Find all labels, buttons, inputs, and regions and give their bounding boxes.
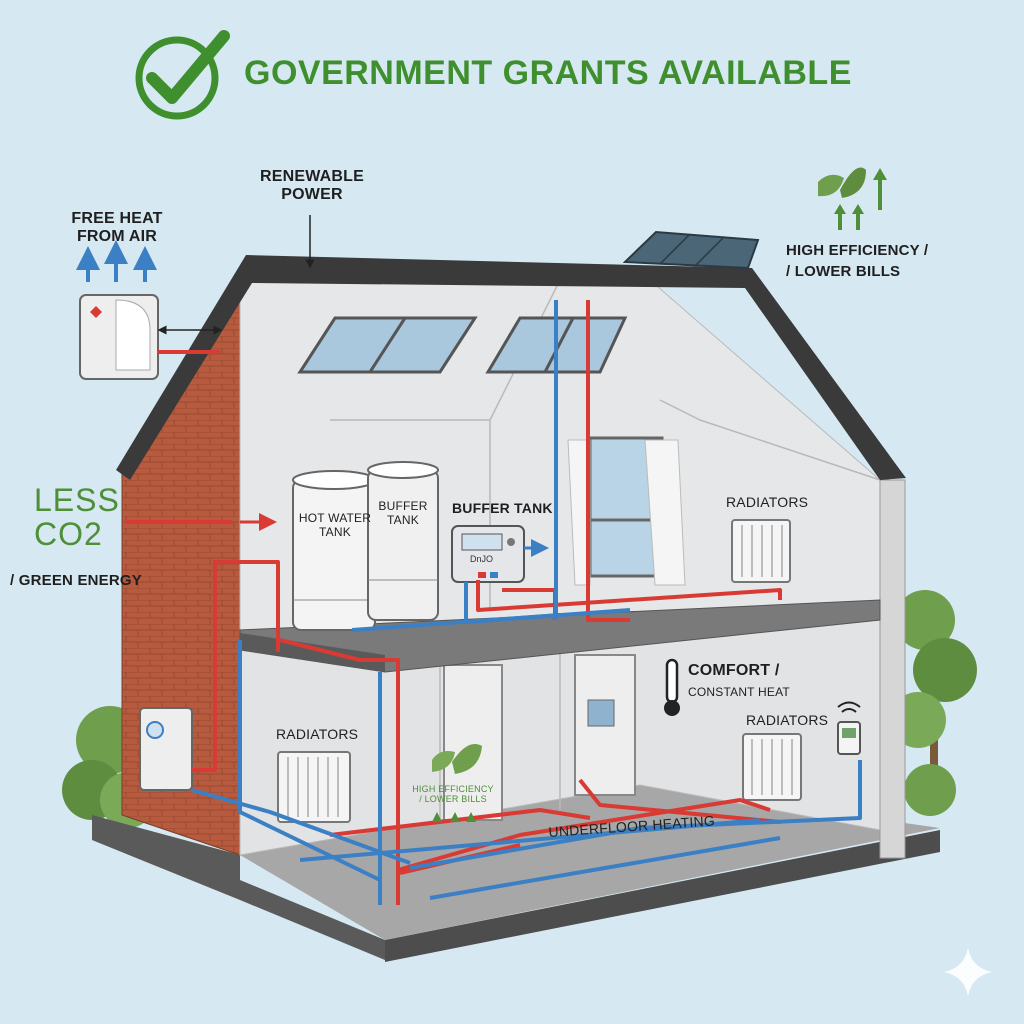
radiators-lower-right-label: RADIATORS: [746, 712, 829, 728]
headline: GOVERNMENT GRANTS AVAILABLE: [244, 54, 852, 92]
hot-water-tank-label: HOT WATER TANK: [298, 511, 372, 539]
right-wall-section: [879, 479, 906, 859]
renewable-power-label: RENEWABLE POWER: [259, 168, 365, 204]
efficiency-arrows-lower-icon: [432, 812, 476, 822]
solar-panel: [622, 230, 760, 270]
radiators-upper-label: RADIATORS: [726, 494, 809, 510]
less-co2-label: LESS CO2: [34, 482, 120, 552]
wifi-icon: [837, 701, 861, 713]
checkmark-icon: [135, 30, 230, 120]
outdoor-heat-pump-unit: [79, 294, 159, 380]
window: [567, 436, 686, 586]
buffer-tank: [367, 461, 439, 621]
tree-right: [890, 590, 977, 816]
sparkle-icon: [944, 948, 992, 996]
buffer-tank-label: BUFFER TANK: [452, 500, 553, 516]
free-heat-label: FREE HEAT FROM AIR: [71, 210, 163, 246]
high-efficiency-lower-label: HIGH EFFICIENCY / LOWER BILLS: [412, 784, 494, 805]
doors: [443, 654, 636, 821]
radiator-lower-right: [742, 733, 802, 801]
buffer-tank-drum-label: BUFFER TANK: [378, 499, 428, 527]
thermometer-icon: [664, 658, 680, 716]
comfort-label: COMFORT /: [688, 662, 780, 679]
radiator-upper: [731, 519, 791, 583]
indoor-heat-pump-unit: [139, 707, 193, 791]
thermostat: [837, 721, 861, 755]
cold-pipes: [191, 300, 862, 905]
controller-unit: [451, 525, 525, 583]
radiators-lower-left-label: RADIATORS: [276, 726, 359, 742]
hot-pipes: [125, 300, 782, 905]
high-efficiency-top-label: HIGH EFFICIENCY / / LOWER BILLS: [786, 242, 929, 280]
ground-slab: [92, 815, 385, 960]
radiator-lower-left: [277, 751, 351, 823]
constant-heat-label: CONSTANT HEAT: [688, 685, 790, 699]
free-heat-arrows: [76, 240, 157, 282]
leaf-icon: [818, 167, 866, 198]
hot-water-tank: [292, 470, 376, 631]
efficiency-arrows-icon: [838, 176, 882, 230]
controller-display-text: DnJO: [470, 554, 493, 564]
green-arrow-heads: [834, 168, 887, 214]
leaf-icon-lower: [432, 744, 482, 774]
ground-slab-right: [385, 830, 940, 962]
green-energy-label: / GREEN ENERGY: [10, 572, 142, 589]
